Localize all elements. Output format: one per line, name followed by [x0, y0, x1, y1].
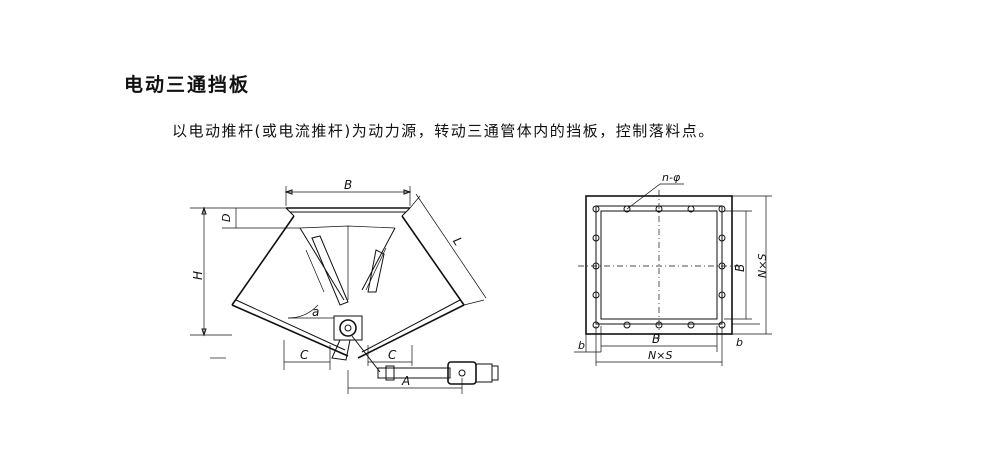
flap-plate [311, 235, 349, 306]
flap-hatch-right [365, 247, 387, 291]
label-a: a [312, 305, 319, 319]
bolt-hole [623, 321, 631, 329]
bolt-hole [592, 234, 600, 242]
flange-right-ext [724, 195, 772, 335]
bolt-holes [592, 205, 726, 329]
label-b-left: b [578, 339, 585, 352]
right-inner-line [361, 227, 396, 291]
dim-l-line [415, 193, 487, 299]
pivot-hub-inner [344, 324, 352, 332]
label-b-vert: B [733, 264, 747, 272]
right-outlet-edge [357, 304, 465, 359]
label-c-right: C [388, 348, 397, 362]
actuator-rod [377, 367, 451, 379]
motor-cap [491, 365, 499, 381]
bolt-hole [718, 205, 726, 213]
bolt-hole [623, 205, 631, 213]
dim-b-ext [285, 186, 411, 206]
label-h: H [191, 271, 205, 280]
push-rod [351, 335, 381, 373]
flange-view: n-φ B N×S b B N×S b [574, 171, 772, 366]
label-hole-callout: n-φ [662, 171, 681, 184]
lever-arm [331, 339, 351, 361]
rod-clevis [385, 365, 395, 381]
left-outer-wall [231, 215, 295, 306]
bolt-hole [592, 205, 600, 213]
dim-h-ext [190, 207, 232, 336]
left-outlet-flange [235, 299, 346, 351]
left-outlet-edge [231, 304, 349, 357]
right-outlet-flange [361, 299, 461, 353]
bolt-hole [655, 205, 663, 213]
side-view: B D H L a C C A [190, 178, 499, 394]
inlet-flange-corners [285, 207, 411, 217]
bolt-hole [718, 262, 726, 270]
right-flap-ghost [367, 249, 385, 293]
description-text: 以电动推杆(或电流推杆)为动力源，转动三通管体内的挡板，控制落料点。 [172, 122, 715, 140]
dim-c-left-ext [283, 340, 331, 370]
label-c-left: C [300, 348, 309, 362]
hole-callout-leader [626, 183, 684, 210]
dim-d-ext [222, 207, 300, 229]
flap-hatch-left [305, 249, 325, 293]
dim-h-arrows [201, 206, 207, 337]
flange-centerlines [578, 190, 742, 342]
pivot-hub [339, 319, 357, 337]
label-ns-horiz: N×S [648, 349, 672, 362]
label-ns-vert: N×S [756, 254, 769, 278]
bolt-hole [687, 205, 695, 213]
dim-a-ext [347, 370, 463, 394]
bolt-hole [592, 291, 600, 299]
label-b-right: b [736, 336, 743, 349]
flange-inner-2 [600, 210, 718, 320]
left-inner-line [299, 227, 345, 301]
label-d: D [220, 214, 233, 222]
dim-c-right-ext [367, 345, 413, 366]
label-l: L [450, 235, 465, 248]
bolt-hole [655, 321, 663, 329]
label-a-dim: A [401, 374, 410, 388]
inner-arch [299, 225, 396, 229]
dim-l-ext [409, 195, 485, 306]
dim-b-arrows [284, 189, 412, 195]
bolt-hole [718, 291, 726, 299]
page-title: 电动三通挡板 [124, 74, 251, 96]
bolt-hole [592, 262, 600, 270]
actuator-pin [458, 369, 466, 377]
motor-housing [475, 363, 493, 383]
bolt-hole [687, 321, 695, 329]
right-outer-wall [401, 215, 465, 306]
flange-bottom-ext [585, 326, 723, 366]
pivot-bracket [333, 315, 363, 341]
label-b: B [344, 178, 352, 192]
label-b-horiz: B [652, 332, 660, 346]
bolt-hole [718, 234, 726, 242]
